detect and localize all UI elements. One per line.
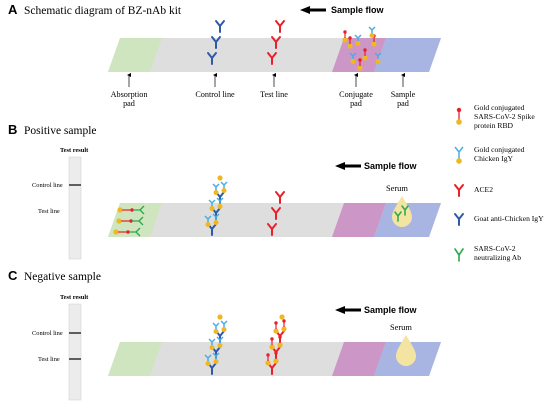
absorption-pad-label-1: Absorption [111, 90, 148, 99]
ace2-icon [454, 184, 464, 197]
strip-b [108, 203, 441, 237]
legend-item-gold-igy: Gold conjugated Chicken IgY [454, 145, 525, 164]
sample-pad [374, 38, 441, 72]
legend-ace2-label: ACE2 [474, 185, 493, 194]
left-arrow-icon [335, 162, 361, 170]
conjugate-pad [332, 38, 386, 72]
sample-flow-arrow-c: Sample flow [335, 305, 418, 315]
conjugate-pad-label-2: pad [350, 99, 362, 108]
sample-flow-arrow-b: Sample flow [335, 161, 418, 171]
test-result-title-c: Test result [60, 294, 89, 301]
legend-item-ace2: ACE2 [454, 184, 493, 197]
legend-gold-rbd-line-2: SARS-CoV-2 Spike [474, 112, 535, 121]
control-line-label-b: Control line [32, 182, 63, 189]
gold-igy-icon [454, 146, 464, 164]
left-arrow-icon [335, 306, 361, 314]
panel-b-title: Positive sample [24, 125, 97, 137]
conjugate-pad [332, 203, 386, 237]
serum-drop-b: Serum [386, 184, 412, 227]
panel-a-letter: A [8, 2, 18, 17]
test-result-card-b: Test result Control line Test line [32, 147, 89, 260]
sample-flow-arrow-a: Sample flow [300, 5, 385, 15]
absorption-pad-label-2: pad [123, 99, 135, 108]
result-window-c [68, 303, 82, 401]
control-line-label: Control line [195, 90, 235, 99]
goat-anti-chicken-igy-icon [454, 213, 464, 226]
legend-goat-igy-label: Goat anti-Chicken IgY [474, 214, 544, 223]
serum-droplet [396, 335, 416, 366]
legend-item-goat-anti-chicken-igy: Goat anti-Chicken IgY [454, 213, 544, 226]
sample-flow-label-b: Sample flow [364, 161, 418, 171]
serum-label-c: Serum [390, 323, 412, 332]
conjugate-pad [332, 342, 386, 376]
test-result-title-b: Test result [60, 147, 89, 154]
result-window-b [68, 156, 82, 260]
legend-gold-igy-line-1: Gold conjugated [474, 145, 525, 154]
serum-drop-c: Serum [390, 323, 416, 366]
absorption-pad [108, 342, 162, 376]
absorbed-complexes-b [113, 205, 145, 237]
sample-flow-label-a: Sample flow [331, 5, 385, 15]
absorption-pad [108, 38, 162, 72]
part-labels-a: Absorption pad Control line Test line Co… [111, 90, 416, 108]
serum-droplet [392, 196, 412, 227]
panel-c: C Negative sample Test result Control li… [8, 268, 441, 401]
control-line-label-c: Control line [32, 330, 63, 337]
panel-c-title: Negative sample [24, 271, 101, 283]
test-line-label: Test line [260, 90, 288, 99]
gold-rbd-icon [456, 107, 462, 125]
legend-item-gold-rbd: Gold conjugated SARS-CoV-2 Spike protein… [456, 103, 535, 130]
legend-item-neutralizing-ab: SARS-CoV-2 neutralizing Ab [454, 244, 521, 262]
legend: Gold conjugated SARS-CoV-2 Spike protein… [454, 103, 544, 262]
panel-a: A Schematic diagram of BZ-nAb kit Sample… [8, 2, 441, 108]
panel-b: B Positive sample Test result Control li… [8, 122, 441, 260]
sample-flow-label-c: Sample flow [364, 305, 418, 315]
sample-pad-label-1: Sample [391, 90, 416, 99]
panel-b-letter: B [8, 122, 17, 137]
legend-nab-line-1: SARS-CoV-2 [474, 244, 516, 253]
legend-nab-line-2: neutralizing Ab [474, 253, 521, 262]
conjugate-pad-label-1: Conjugate [339, 90, 373, 99]
neutralizing-ab-icon [454, 248, 464, 262]
test-line-label-b: Test line [38, 208, 60, 215]
panel-a-title: Schematic diagram of BZ-nAb kit [24, 5, 182, 17]
test-result-card-c: Test result Control line Test line [32, 294, 89, 401]
legend-gold-igy-line-2: Chicken IgY [474, 154, 514, 163]
test-line-label-c: Test line [38, 356, 60, 363]
legend-gold-rbd-line-3: protein RBD [474, 121, 514, 130]
sample-pad-label-2: pad [397, 99, 409, 108]
serum-label-b: Serum [386, 184, 408, 193]
legend-gold-rbd-line-1: Gold conjugated [474, 103, 525, 112]
left-arrow-icon [300, 6, 326, 14]
panel-c-letter: C [8, 268, 18, 283]
